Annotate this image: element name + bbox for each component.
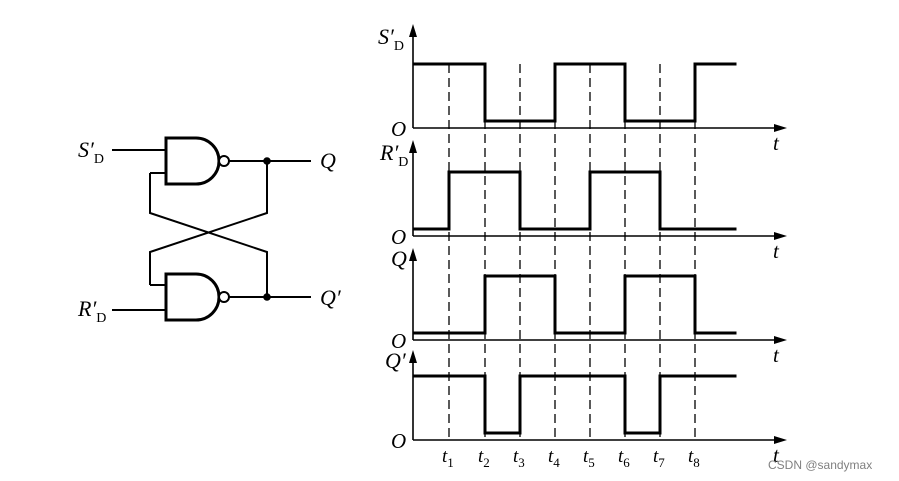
time-mark-sub: 2 [483,455,490,470]
time-mark-sub: 5 [588,455,595,470]
time-mark-main: t [653,446,659,467]
time-mark-main: t [688,446,694,467]
time-axis-label: t [773,343,780,367]
signal-track-q-not: Q′ Ot [385,348,787,467]
level-axis-arrow [409,350,417,363]
time-mark-label-t8: t8 [688,446,700,470]
level-axis-arrow [409,140,417,153]
time-mark-sub: 6 [623,455,630,470]
label-input-s: S′D [78,137,104,167]
time-axis-arrow [774,336,787,344]
signal-label-q: Q [391,246,407,271]
level-axis-arrow [409,248,417,261]
signal-label-q-not: Q′ [385,348,407,373]
signal-label-sub: D [394,39,404,54]
time-mark-sub: 1 [447,455,454,470]
origin-label: O [391,117,406,141]
signal-track-r-d: R′D Ot [379,140,787,263]
label-input-r-main: R′ [77,296,97,321]
time-mark-sub: 3 [518,455,525,470]
time-mark-sub: 7 [658,455,665,470]
time-mark-sub: 8 [693,455,700,470]
signal-label-main: Q′ [385,348,407,373]
label-output-q: Q [320,148,336,173]
time-mark-label-t3: t3 [513,446,525,470]
signal-label-s-d: S′D [378,24,404,54]
label-input-s-sub: D [94,152,104,167]
time-mark-label-t5: t5 [583,446,595,470]
waveform-s-d [413,62,737,123]
time-mark-main: t [442,446,448,467]
time-mark-label-t1: t1 [442,446,454,470]
waveform-r-d [413,170,737,231]
time-axis-arrow [774,436,787,444]
signal-track-q: Q Ot [391,246,787,367]
time-axis-arrow [774,232,787,240]
waveform-q [413,274,737,335]
label-input-s-main: S′ [78,137,95,162]
origin-label: O [391,225,406,249]
inverter-bubble-lower [218,291,230,303]
origin-label: O [391,429,406,453]
nand-gate-lower [164,272,221,322]
junction-dot-q [263,157,271,165]
label-output-q-not: Q′ [320,285,342,310]
waveform-q-not [413,374,737,435]
signal-label-main: S′ [378,24,395,49]
level-axis-arrow [409,24,417,37]
label-input-r-sub: D [96,311,106,326]
junction-dot-q-not [263,293,271,301]
time-mark-main: t [478,446,484,467]
time-mark-main: t [618,446,624,467]
sr-latch-circuit: S′D R′D Q Q′ [77,136,342,326]
signal-label-main: R′ [379,140,399,165]
wire-cross-from-q [149,161,268,285]
signal-label-main: Q [391,246,407,271]
time-mark-main: t [583,446,589,467]
signal-track-s-d: S′D Ot [378,24,787,155]
time-mark-label-t4: t4 [548,446,560,470]
time-axis-label: t [773,239,780,263]
time-axis-arrow [774,124,787,132]
inverter-bubble-upper [218,155,230,167]
label-input-r: R′D [77,296,106,326]
nand-gate-upper [164,136,221,186]
watermark: CSDN @sandymax [768,458,872,472]
origin-label: O [391,329,406,353]
time-mark-label-t2: t2 [478,446,490,470]
signal-label-r-d: R′D [379,140,408,170]
time-mark-main: t [548,446,554,467]
time-mark-label-t7: t7 [653,446,665,470]
time-mark-sub: 4 [553,455,560,470]
signal-label-sub: D [398,155,408,170]
time-mark-label-t6: t6 [618,446,630,470]
time-axis-label: t [773,443,780,467]
time-axis-label: t [773,131,780,155]
time-mark-main: t [513,446,519,467]
